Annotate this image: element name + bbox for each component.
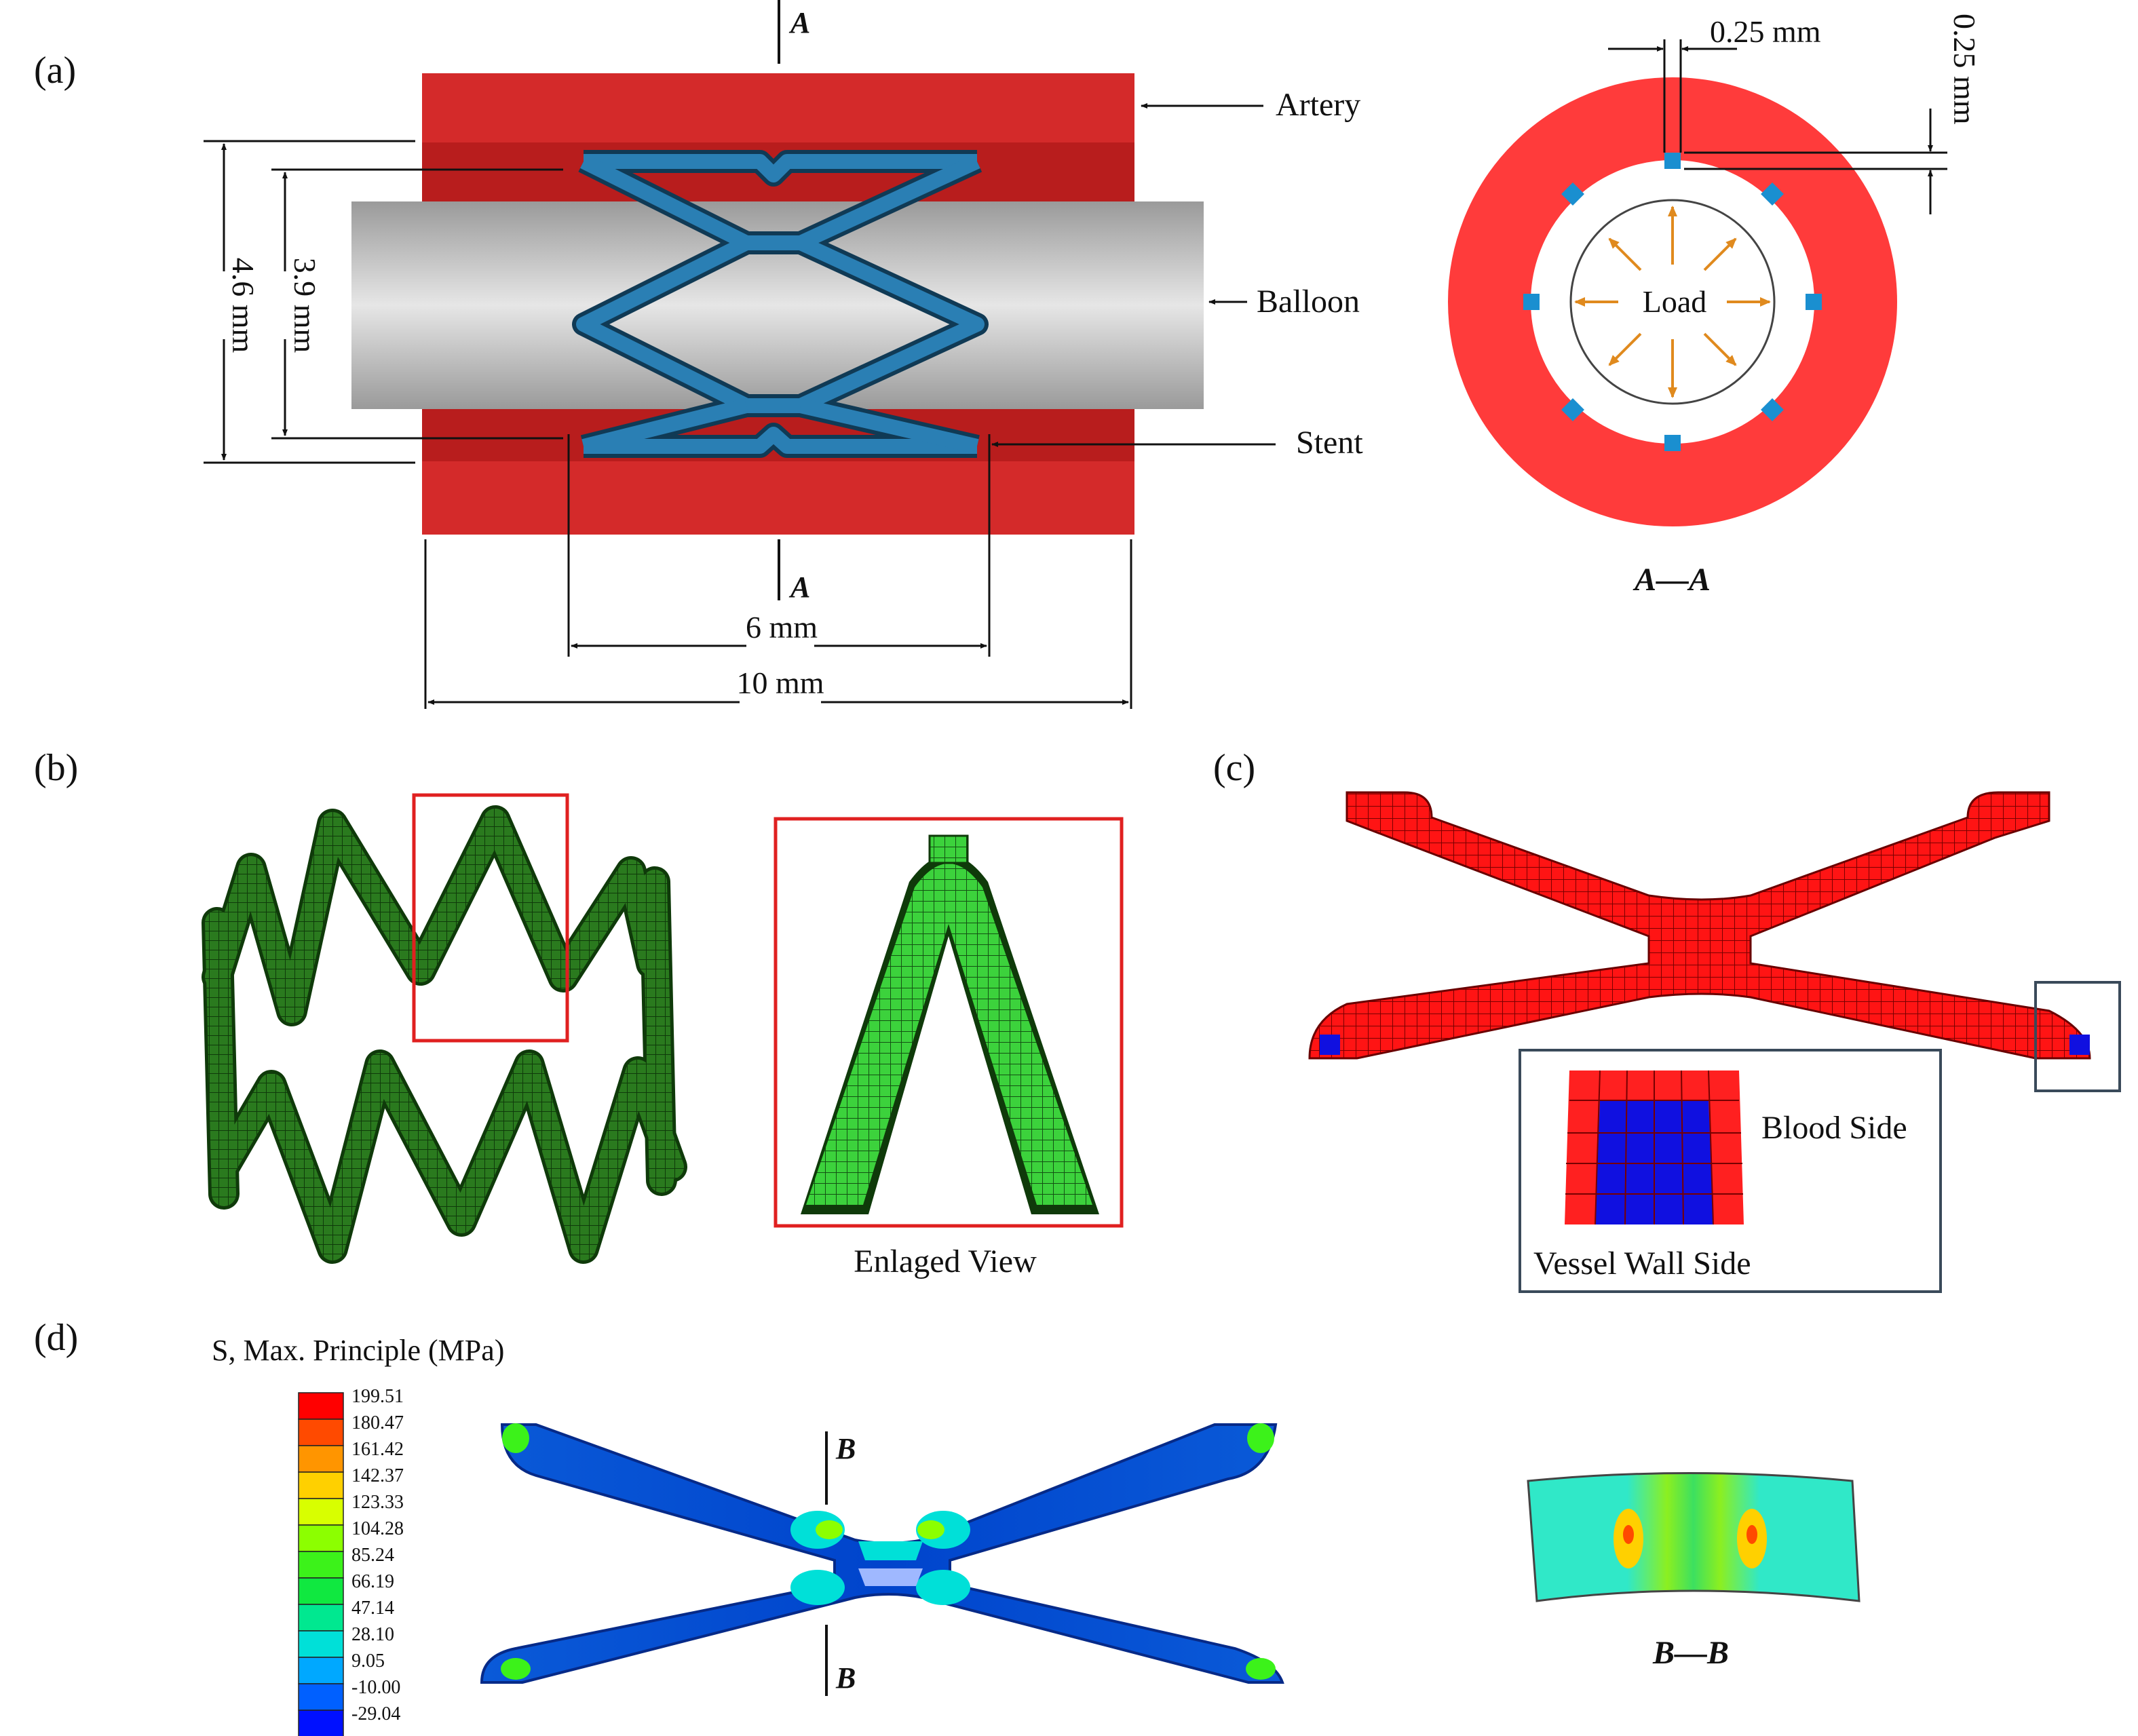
- vessel-wall-side-label: Vessel Wall Side: [1533, 1246, 1751, 1281]
- legend-value: 180.47: [351, 1412, 404, 1433]
- legend-swatch: [298, 1445, 344, 1473]
- legend-value: 123.33: [351, 1492, 404, 1513]
- section-b-bottom-mark: B: [835, 1661, 856, 1695]
- legend-swatch: [298, 1657, 344, 1684]
- legend-swatch: [298, 1710, 344, 1736]
- panel-d-label: (d): [34, 1317, 78, 1359]
- blood-side-label: Blood Side: [1761, 1110, 1907, 1146]
- legend-value: 28.10: [351, 1624, 394, 1645]
- legend-value: 85.24: [351, 1545, 394, 1566]
- legend-swatch: [298, 1498, 344, 1526]
- panel-a-label: (a): [34, 50, 76, 92]
- dim-inner-diameter: 3.9 mm: [288, 258, 322, 353]
- mesh-connector-red: [1308, 791, 2091, 1060]
- legend-swatch: [298, 1604, 344, 1632]
- load-arrows: [1574, 206, 1771, 398]
- inset-marker-box: [2034, 981, 2121, 1092]
- legend-swatch: [298, 1630, 344, 1658]
- dim-artery-length: 10 mm: [736, 666, 824, 700]
- legend-swatch: [298, 1392, 344, 1420]
- zoom-box: [412, 793, 569, 1043]
- legend-value: -29.04: [351, 1703, 400, 1724]
- legend-value: 142.37: [351, 1465, 404, 1486]
- load-label: Load: [1643, 284, 1707, 319]
- strut-height-label: 0.25 mm: [1947, 14, 1982, 125]
- panel-c-label: (c): [1213, 747, 1255, 789]
- section-b-caption: B—B: [1652, 1635, 1729, 1671]
- legend-title: S, Max. Principle (MPa): [212, 1334, 504, 1367]
- panel-b-label: (b): [34, 747, 78, 789]
- stress-legend: 199.51 180.47 161.42 142.37 123.33 104.28 85.2…: [298, 1386, 404, 1736]
- dim-outer-diameter: 4.6 mm: [226, 258, 261, 353]
- legend-swatch: [298, 1471, 344, 1499]
- stent-mesh: [202, 805, 687, 1264]
- strut-width-label: 0.25 mm: [1710, 14, 1821, 49]
- enlarged-view-caption: Enlaged View: [854, 1243, 1037, 1279]
- stress-contour-connector: [480, 1423, 1284, 1684]
- legend-swatch: [298, 1524, 344, 1552]
- section-a-top-mark: A: [788, 6, 810, 39]
- legend-value: 66.19: [351, 1571, 394, 1592]
- legend-value: -10.00: [351, 1677, 400, 1698]
- legend-value: 47.14: [351, 1598, 394, 1619]
- section-a-caption: A—A: [1633, 562, 1711, 598]
- legend-value: 9.05: [351, 1651, 385, 1672]
- legend-value: 161.42: [351, 1439, 404, 1460]
- legend-swatch: [298, 1683, 344, 1711]
- cross-section-cells: [1565, 1070, 1744, 1225]
- balloon-label: Balloon: [1257, 284, 1360, 320]
- stent: [572, 150, 989, 458]
- dim-stent-length: 6 mm: [746, 610, 818, 644]
- legend-value: 199.51: [351, 1386, 404, 1407]
- enlarged-view-frame: [774, 817, 1124, 1228]
- section-b-contour: [1527, 1472, 1860, 1602]
- legend-swatch: [298, 1577, 344, 1605]
- artery-label: Artery: [1276, 87, 1360, 123]
- enlarged-strut: [801, 834, 1099, 1214]
- section-a-bottom-mark: A: [788, 571, 810, 604]
- legend-swatch: [298, 1419, 344, 1446]
- legend-swatch: [298, 1551, 344, 1579]
- section-b-top-mark: B: [835, 1432, 856, 1465]
- section-artery-ring: [1448, 77, 1897, 526]
- legend-value: 104.28: [351, 1518, 404, 1539]
- stent-label: Stent: [1296, 425, 1363, 461]
